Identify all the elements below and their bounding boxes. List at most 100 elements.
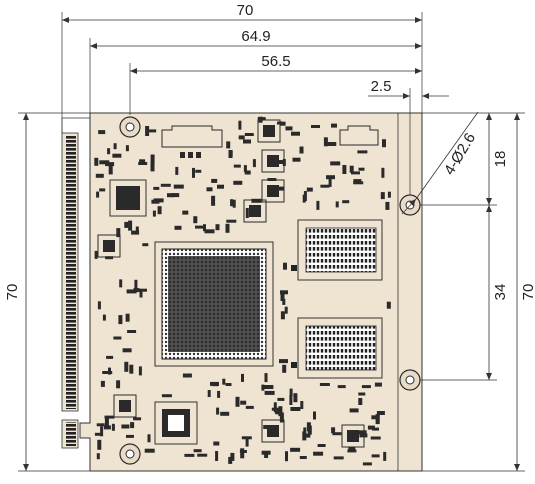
smd-part: [139, 291, 143, 298]
smd-part: [240, 400, 247, 405]
smd-part: [113, 143, 117, 150]
smd-part: [203, 224, 206, 232]
smd-part: [362, 462, 372, 466]
smd-part: [280, 292, 285, 301]
smd-part: [359, 433, 368, 438]
smd-part: [376, 411, 385, 415]
smd-part: [303, 433, 311, 438]
smd-part: [238, 135, 245, 140]
smd-part: [226, 219, 237, 223]
dim-hole-spec: 4-Ø2.6: [441, 130, 479, 178]
smd-part: [102, 371, 113, 374]
smd-part: [126, 434, 134, 438]
smd-part: [217, 390, 221, 398]
smd-part: [103, 425, 111, 430]
smd-part: [108, 164, 113, 175]
smd-part: [215, 451, 219, 461]
smd-part: [280, 311, 285, 320]
smd-part: [386, 301, 391, 309]
smd-part: [113, 336, 122, 340]
ic-body: [249, 205, 261, 217]
smd-part: [342, 165, 347, 174]
smd-part: [112, 153, 122, 158]
smd-part: [349, 165, 354, 173]
smd-part: [94, 432, 101, 436]
smd-part: [251, 198, 262, 203]
ic-body: [267, 185, 279, 197]
smd-part: [96, 191, 100, 198]
smd-part: [150, 154, 155, 163]
smd-part: [252, 159, 256, 168]
smd-part: [139, 159, 146, 164]
smd-part: [257, 117, 266, 121]
smd-part: [142, 243, 149, 247]
smd-part: [195, 169, 202, 173]
smd-part: [245, 405, 254, 409]
smd-part: [226, 141, 231, 149]
smd-part: [210, 381, 219, 386]
smd-part: [303, 191, 307, 201]
smd-part: [245, 436, 249, 447]
smd-part: [106, 355, 114, 359]
dim-overall-width: 70: [237, 2, 254, 19]
smd-part: [100, 426, 104, 437]
smd-part: [175, 166, 179, 175]
smd-part: [290, 407, 301, 411]
smd-part: [243, 165, 247, 173]
smd-part: [217, 184, 224, 189]
ic-body: [267, 425, 279, 437]
smd-part: [108, 367, 111, 375]
ram-chip-upper: [291, 219, 383, 281]
smd-part: [124, 221, 129, 228]
smd-part: [243, 139, 251, 144]
smd-part: [245, 208, 249, 218]
smd-part: [380, 192, 385, 200]
smd-part: [307, 425, 312, 435]
smd-part: [372, 427, 379, 431]
smd-part: [147, 434, 151, 443]
smd-part: [357, 430, 367, 435]
smd-part: [104, 415, 115, 419]
smd-part: [184, 453, 195, 457]
smd-part: [290, 447, 301, 452]
smd-part: [381, 167, 385, 178]
smd-part: [335, 201, 339, 208]
smd-part: [124, 361, 129, 372]
smd-part: [235, 396, 240, 407]
smd-part: [116, 380, 121, 389]
smd-part: [222, 378, 226, 385]
smd-part: [293, 393, 298, 403]
smd-part: [105, 162, 115, 167]
smd-part: [192, 167, 195, 178]
smd-part: [225, 383, 232, 386]
smd-part: [207, 390, 211, 397]
smd-part: [233, 164, 241, 168]
smd-part: [206, 187, 213, 192]
smd-part: [358, 167, 365, 171]
ic-outline: [261, 419, 285, 443]
smd-part: [385, 201, 390, 210]
smd-part: [228, 150, 233, 157]
smd-part: [285, 451, 288, 462]
smd-part: [160, 183, 171, 187]
qfn-chip-bottom: [154, 401, 198, 445]
qfn-chip-top-left: [109, 179, 147, 217]
smd-part: [182, 373, 192, 378]
smd-part: [193, 216, 198, 224]
smd-part: [291, 131, 300, 136]
smd-part: [171, 193, 180, 198]
smd-part: [353, 179, 362, 184]
smd-part: [261, 384, 265, 391]
smd-components: [94, 116, 391, 466]
smd-part: [99, 160, 110, 165]
smd-part: [349, 408, 359, 413]
smd-part: [135, 226, 139, 235]
smd-part: [97, 301, 101, 310]
smd-part: [331, 427, 336, 434]
smd-part: [116, 228, 121, 238]
ram-chip-lower: [291, 317, 383, 379]
smd-part: [283, 262, 287, 270]
smd-part: [131, 230, 140, 235]
smd-part: [264, 373, 268, 383]
